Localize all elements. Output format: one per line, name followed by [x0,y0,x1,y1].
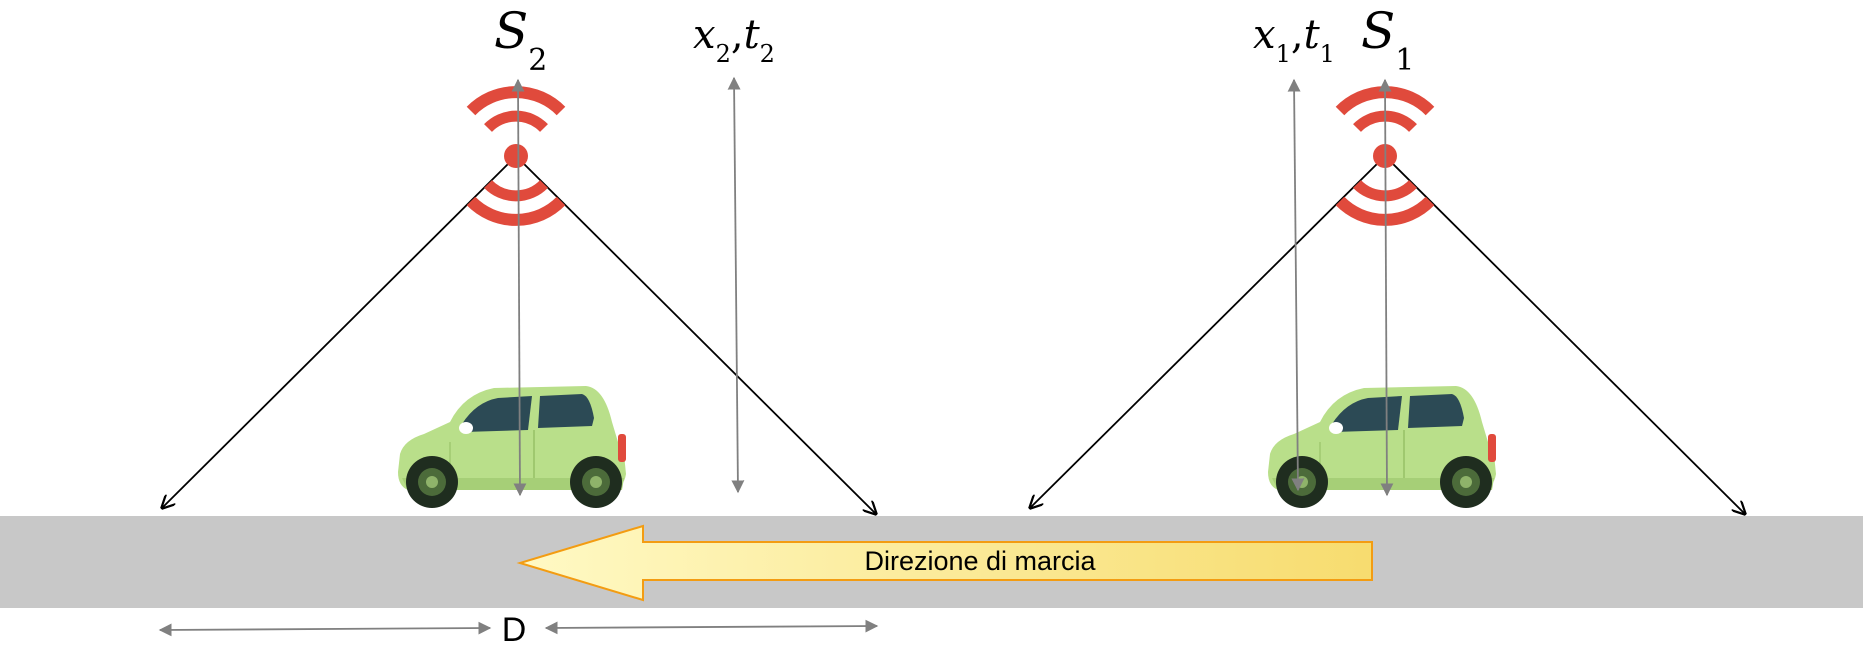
direction-arrow [516,524,1373,602]
sensor-s1-axis [1378,78,1394,497]
measure-2-axis [727,76,745,494]
distance-arrow-left [158,621,492,637]
sensor-s1-group: S1 x1,t1 [1030,2,1745,514]
car-2 [1267,385,1497,509]
beam-s2-left [162,155,517,508]
beam-s1-right [1384,155,1745,514]
beam-s1-left [1030,155,1386,508]
measure-1-axis [1287,78,1305,492]
sensor-s2-signal-icon [466,86,566,226]
car-1 [397,385,627,509]
beam-s2-right [515,155,876,514]
sensor-s1-label: S1 [1361,2,1414,78]
sensor-s2-group: S2 x2,t2 [162,2,876,514]
measure-1-label: x1,t1 [1253,12,1335,68]
direction-label: Direzione di marcia [864,546,1096,576]
measure-2-label: x2,t2 [693,12,775,68]
sensor-s2-axis [511,78,527,497]
distance-label: D [502,611,527,649]
distance-arrow-right [544,619,879,635]
sensor-s2-label: S2 [494,2,547,78]
